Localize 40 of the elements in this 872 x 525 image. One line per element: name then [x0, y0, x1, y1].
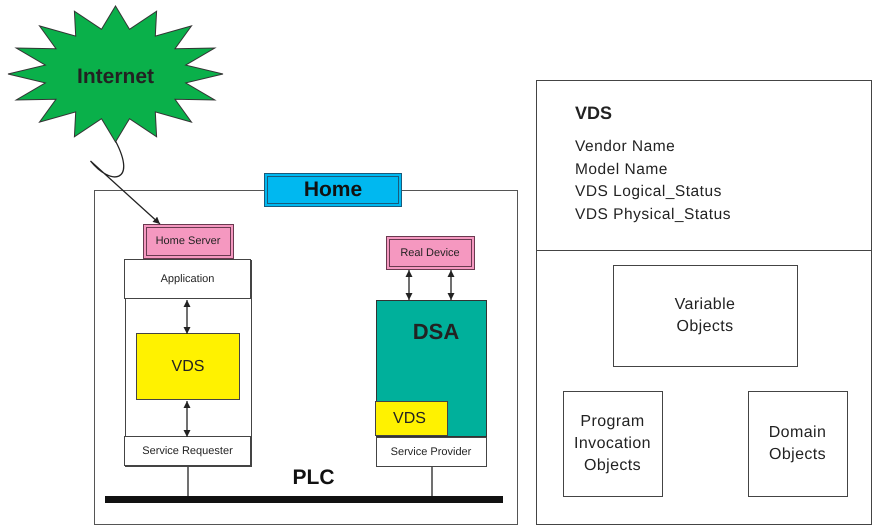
attribute-text: VDS Physical_Status [575, 204, 731, 224]
object-box [612, 264, 798, 366]
connector-line [187, 467, 189, 496]
starburst-shape [7, 5, 224, 143]
home-title-tab: Home [264, 173, 402, 207]
attribute-text: Model Name [575, 160, 668, 180]
bus-label: PLC [292, 466, 334, 490]
vds-label: VDS [172, 358, 204, 376]
arrow [184, 300, 190, 334]
object-label: Variable Objects [674, 294, 736, 336]
layer-box [124, 259, 251, 299]
vds-label: VDS [393, 410, 426, 428]
object-label: Program Invocation Objects [573, 412, 652, 476]
vds-box [136, 333, 240, 400]
arrow [184, 401, 190, 437]
layer-box [376, 436, 486, 466]
layer-label: Service Requester [142, 445, 233, 457]
attribute-text: Vendor Name [575, 137, 676, 157]
object-box [748, 390, 848, 496]
device-box [142, 224, 234, 258]
vds-panel [536, 80, 872, 525]
connector-line [431, 467, 433, 496]
layer-label: Service Provider [390, 446, 472, 458]
vds-box [375, 401, 448, 436]
stack-column [124, 260, 252, 466]
arrow [406, 270, 412, 300]
panel-heading: VDS [575, 103, 612, 124]
device-box [386, 236, 474, 270]
device-label: Home Server [156, 235, 220, 247]
object-box [562, 390, 662, 496]
device-label: Real Device [400, 246, 460, 258]
dsa-box [376, 300, 486, 436]
layer-label: Application [160, 273, 214, 285]
layer-box [124, 436, 251, 466]
arrow [90, 140, 160, 224]
arrow [448, 270, 454, 300]
attribute-text: VDS Logical_Status [575, 182, 722, 202]
starburst-label: Internet [76, 65, 154, 89]
object-label: Domain Objects [768, 422, 828, 464]
dsa-title: DSA [412, 318, 460, 344]
